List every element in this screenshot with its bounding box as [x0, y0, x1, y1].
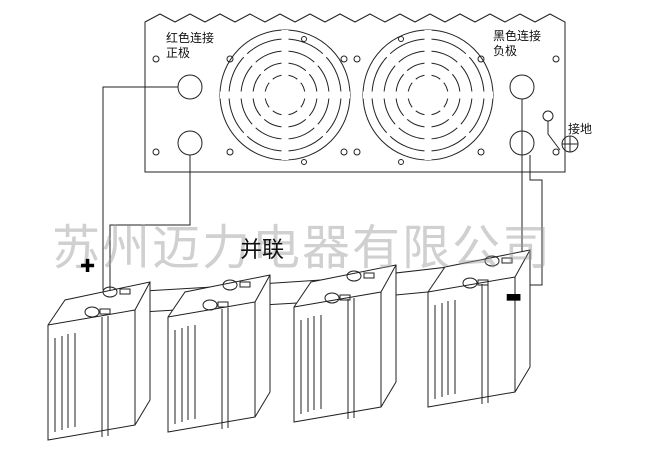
negative-terminal-top: [509, 74, 535, 100]
negative-label: 负极: [493, 44, 518, 58]
red-connection-label: 红色连接: [166, 31, 215, 45]
positive-wire: [102, 86, 178, 290]
fan-right: [362, 29, 494, 161]
ground-label: 接地: [568, 122, 593, 136]
minus-icon: ▬: [505, 286, 523, 307]
plus-icon: ✚: [80, 256, 96, 277]
positive-terminal-top: [177, 74, 203, 100]
positive-wire-2: [109, 155, 191, 290]
black-connection-label: 黑色连接: [493, 29, 542, 43]
battery-1: [47, 281, 151, 441]
parallel-link-positive: [109, 261, 493, 294]
fan-left: [219, 29, 351, 161]
battery-4: [427, 249, 531, 408]
parallel-label: 并联: [240, 238, 285, 263]
mounting-holes: [152, 36, 560, 165]
inverter-housing: [144, 13, 566, 173]
positive-terminal-bottom: [177, 130, 203, 156]
ground-symbol: [547, 121, 579, 153]
parallel-link-negative: [91, 287, 471, 316]
ground-stud: [542, 110, 554, 122]
battery-3: [293, 264, 397, 423]
battery-2: [167, 274, 271, 433]
positive-label: 正极: [166, 46, 191, 60]
